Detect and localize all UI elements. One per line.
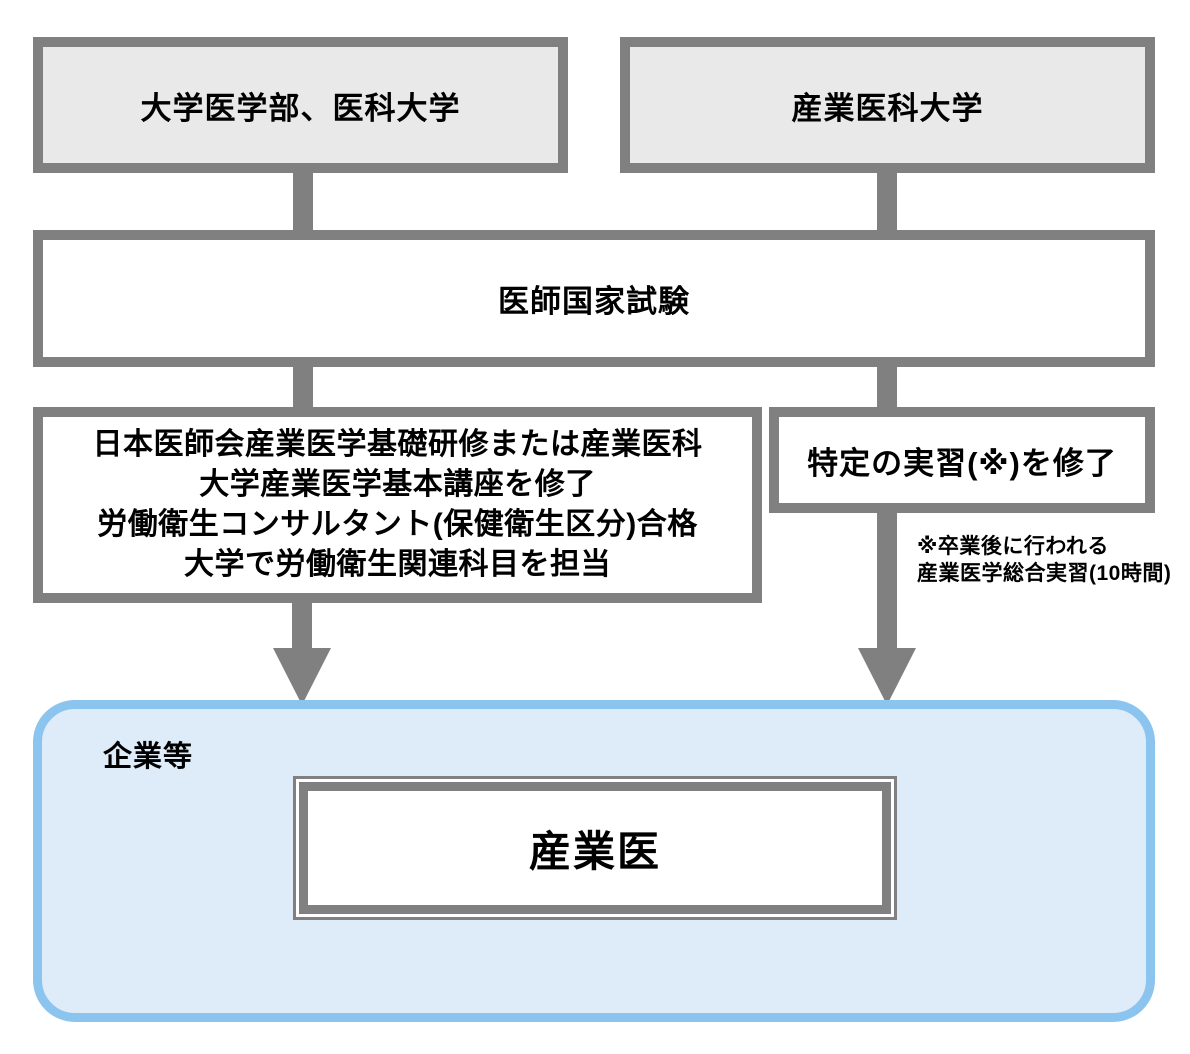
connector-left-top [293,170,313,233]
university-medical-box: 大学医学部、医科大学 [33,37,568,173]
left-requirement-line-4: 大学で労働衛生関連科目を担当 [184,548,611,581]
footnote: ※卒業後に行われる 産業医学総合実習(10時間) [917,533,1171,587]
occupational-university-label: 産業医科大学 [791,90,984,126]
connector-left-middle [293,364,313,410]
left-requirement-line-2: 大学産業医学基本講座を修了 [199,468,596,501]
arrowhead-left-icon [273,648,331,705]
physician-box-inner: 産業医 [299,782,891,914]
left-requirement-line-1: 日本医師会産業医学基礎研修または産業医科 [92,428,703,461]
national-exam-box: 医師国家試験 [33,230,1155,367]
left-requirement-box: 日本医師会産業医学基礎研修または産業医科 大学産業医学基本講座を修了 労働衛生コ… [33,407,762,603]
physician-label: 産業医 [528,827,661,875]
arrowhead-right-icon [858,648,916,705]
right-requirement-box: 特定の実習(※)を修了 [769,407,1155,513]
arrow-shaft-left [292,600,312,650]
left-requirement-lines: 日本医師会産業医学基礎研修または産業医科 大学産業医学基本講座を修了 労働衛生コ… [93,425,703,585]
connector-right-top [877,170,897,233]
arrow-shaft-right [877,510,897,650]
university-medical-label: 大学医学部、医科大学 [140,90,461,126]
physician-box: 産業医 [293,776,897,920]
footnote-line-1: ※卒業後に行われる [917,535,1109,558]
national-exam-label: 医師国家試験 [498,284,690,319]
footnote-line-2: 産業医学総合実習(10時間) [917,562,1172,585]
company-label: 企業等 [103,741,194,773]
occupational-university-box: 産業医科大学 [620,37,1155,173]
right-requirement-label: 特定の実習(※)を修了 [807,445,1117,481]
left-requirement-line-3: 労働衛生コンサルタント(保健衛生区分)合格 [97,508,698,541]
connector-right-middle [877,364,897,410]
